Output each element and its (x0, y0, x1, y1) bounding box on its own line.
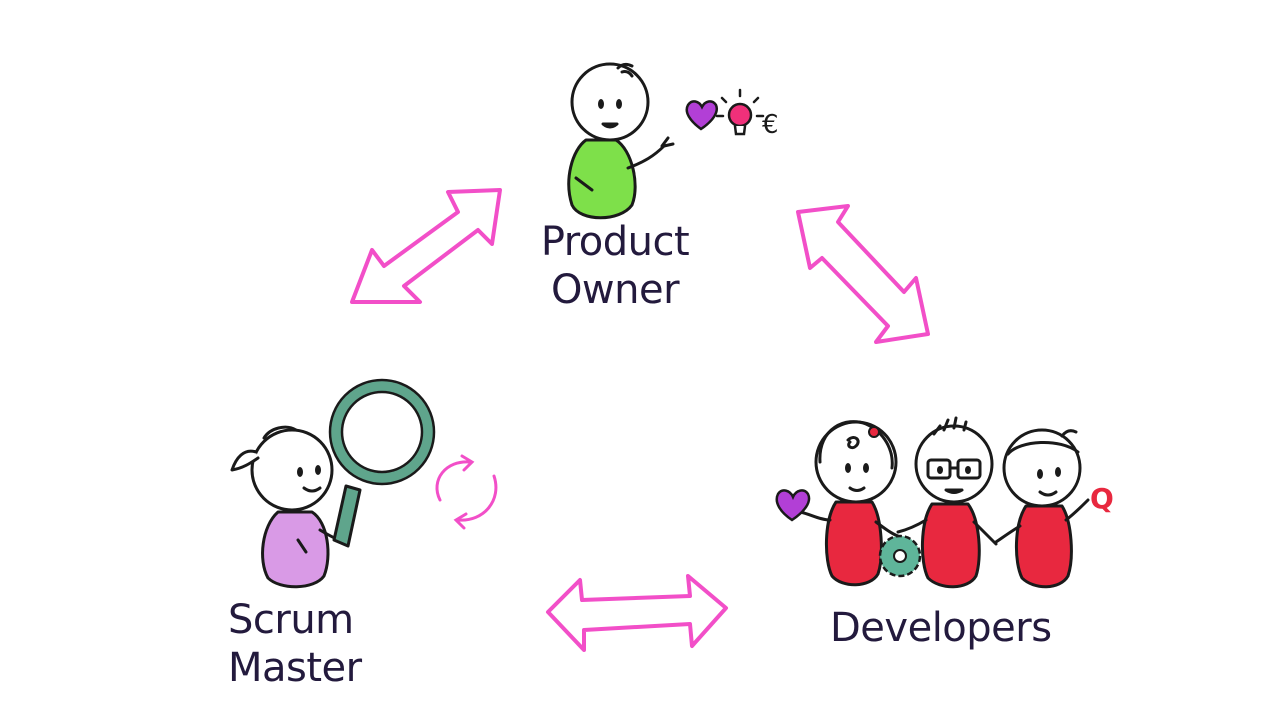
developer-figure-middle (896, 416, 998, 589)
scrum-master-label-line1: Scrum (228, 597, 354, 643)
developers-label-line1: Developers (830, 605, 1052, 651)
arrow-product-owner-scrum-master (350, 188, 502, 304)
lightbulb-icon (715, 88, 765, 136)
developer-figure-right (994, 428, 1090, 589)
product-owner-label-line1: Product (540, 219, 690, 265)
scrum-master-label: Scrum Master (228, 596, 388, 692)
product-owner-figure (567, 62, 675, 220)
quality-q-icon: Q (1090, 482, 1114, 515)
developers-label: Developers (830, 604, 1052, 652)
magnifying-glass-icon (328, 378, 436, 548)
gear-icon (878, 534, 922, 578)
euro-icon: € (762, 110, 779, 140)
svg-text:€: € (762, 110, 779, 140)
product-owner-label-line2: Owner (550, 267, 680, 313)
svg-text:Q: Q (1090, 482, 1114, 515)
arrow-scrum-master-developers (546, 574, 728, 652)
scrum-master-label-line2: Master (228, 645, 362, 691)
developer-figure-left (798, 420, 900, 587)
product-owner-label: Product Owner (530, 218, 700, 314)
cycle-arrows-icon (435, 454, 498, 530)
arrow-product-owner-developers (796, 204, 930, 344)
heart-icon (685, 100, 718, 131)
scrum-master-figure (230, 425, 346, 589)
heart-icon (775, 489, 811, 522)
